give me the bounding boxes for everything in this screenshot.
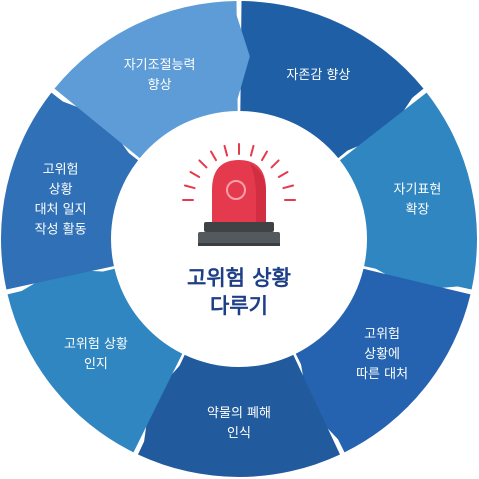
segment-label-diary-line-4: 작성 활동	[35, 222, 87, 237]
segment-label-coping-line-2: 상황에	[364, 347, 400, 362]
segment-label-self-control-line-2: 향상	[148, 78, 172, 93]
siren-ray	[261, 150, 268, 162]
segment-shape-self-expression	[339, 92, 477, 290]
segment-arrow-self-expression	[372, 266, 465, 291]
segment-label-drug-harm-line-1: 약물의 폐해	[207, 406, 271, 421]
segment-shape-coping	[295, 268, 471, 453]
segment-label-diary-line-3: 대처 일지	[35, 202, 87, 217]
siren-ray	[270, 159, 280, 169]
segment-label-self-expression-line-1: 자기표현	[393, 182, 441, 197]
segment-label-self-esteem-line-1: 자존감 향상	[286, 68, 350, 83]
segment-arrow-recognition	[15, 269, 108, 295]
siren-dome-shade	[250, 164, 266, 222]
siren-icon	[182, 143, 296, 246]
segment-label-diary-line-1: 고위험	[43, 162, 79, 177]
siren-base	[198, 232, 280, 246]
segment-shape-self-control	[54, 1, 238, 159]
segment-arrow-self-esteem	[343, 92, 417, 153]
segment-arrow-drug-harm	[143, 362, 183, 449]
siren-ray	[249, 144, 255, 157]
segment-arrow-coping	[300, 360, 343, 445]
siren-base-shadow	[198, 243, 280, 246]
siren-ray	[223, 144, 229, 157]
siren-ray	[277, 171, 289, 178]
center-title-line-2: 다루기	[210, 294, 268, 318]
segment-label-drug-harm-line-2: 인식	[227, 426, 251, 441]
segment-shape-diary	[0, 92, 139, 290]
segment-label-recognition-line-1: 고위험 상황	[64, 337, 128, 352]
segment-label-coping-line-1: 고위험	[364, 327, 400, 342]
segment-shape-drug-harm	[137, 354, 341, 478]
segment-label-diary-line-2: 상황	[49, 182, 73, 197]
segment-arrow-self-control	[234, 9, 250, 104]
segment-label-coping-line-3: 따른 대처	[356, 367, 408, 382]
segment-label-recognition-line-2: 인지	[84, 357, 108, 372]
segment-arrow-diary	[56, 99, 132, 157]
siren-ray	[189, 171, 201, 178]
siren-highlight	[226, 180, 246, 200]
siren-ray	[183, 184, 196, 190]
siren-rays	[182, 143, 296, 201]
siren-ray	[198, 159, 208, 169]
siren-ray	[210, 150, 217, 162]
center-title-line-1: 고위험 상황	[187, 266, 291, 290]
segment-self-esteem: 자존감 향상	[240, 1, 424, 159]
segment-shape-recognition	[7, 268, 183, 453]
siren-dome	[212, 160, 266, 222]
siren-collar	[204, 222, 274, 232]
segment-label-self-control-line-1: 자기조절능력	[124, 58, 196, 73]
segment-shape-self-esteem	[240, 1, 424, 159]
siren-ray	[282, 184, 295, 190]
segment-label-self-expression-line-2: 확장	[405, 202, 429, 217]
